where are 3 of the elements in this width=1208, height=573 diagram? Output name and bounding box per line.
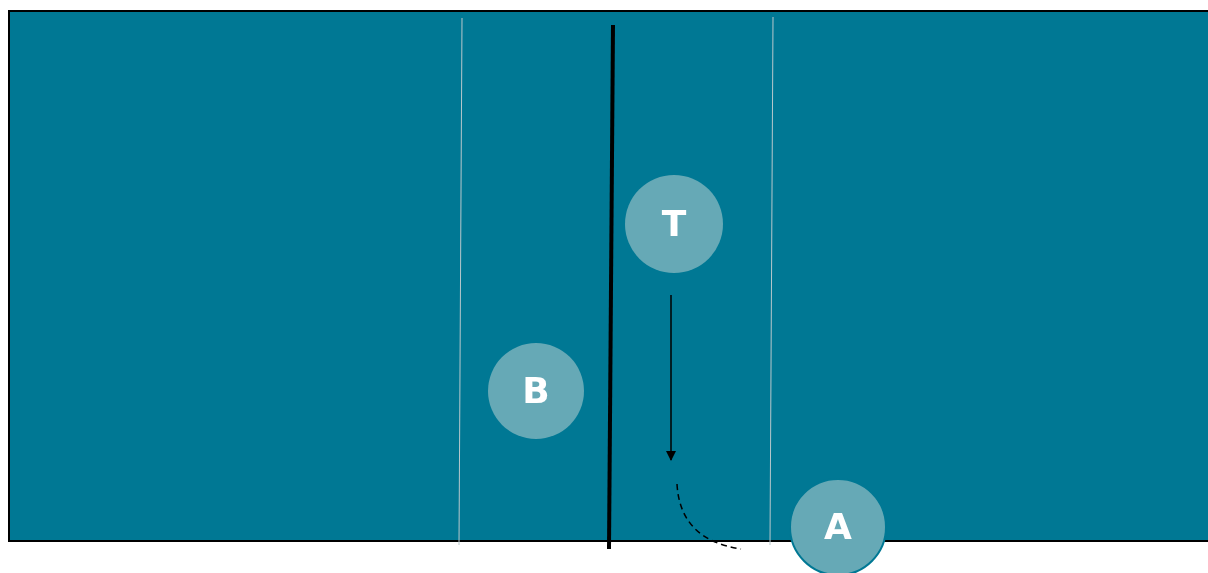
player-label: T <box>661 206 687 242</box>
player-label: B <box>522 373 550 409</box>
player-label: A <box>824 509 852 545</box>
